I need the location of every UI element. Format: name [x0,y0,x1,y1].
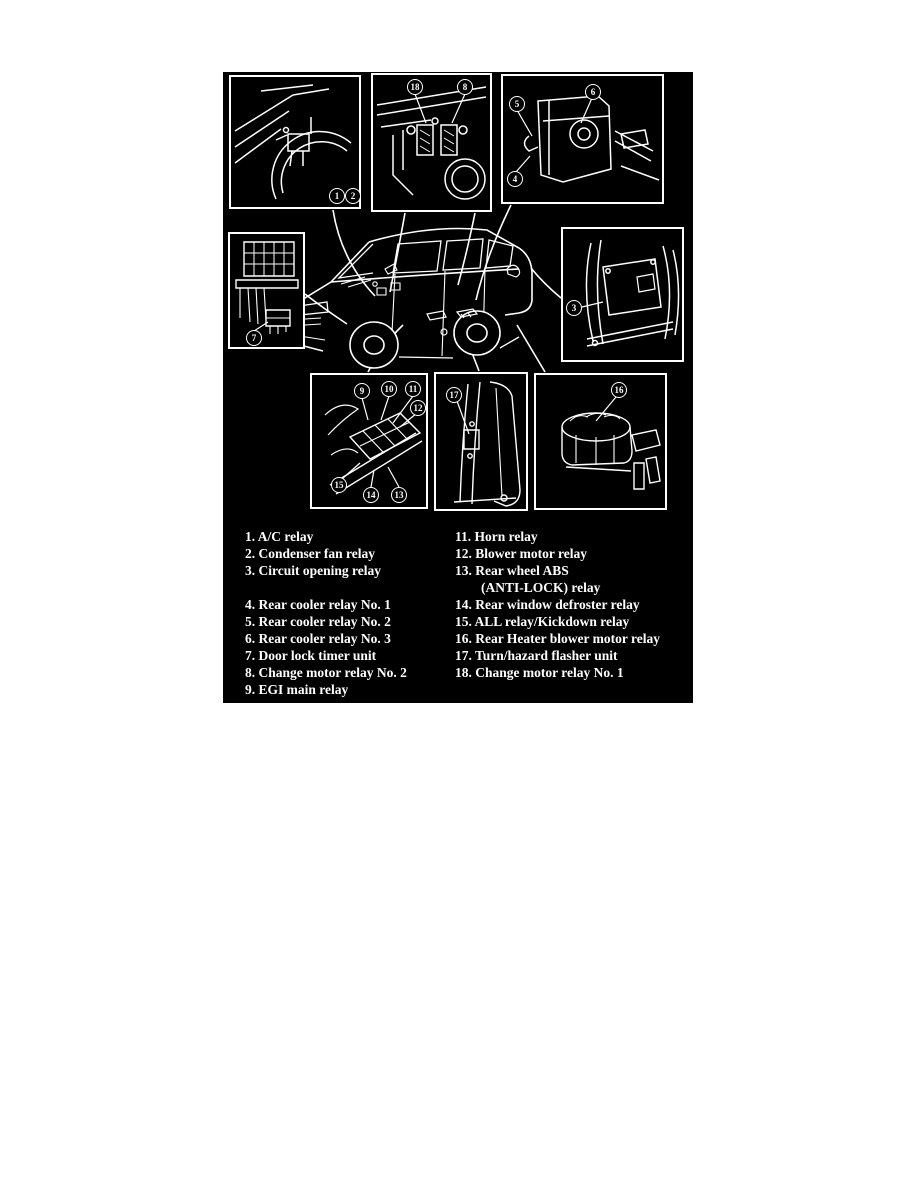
legend-item: 1. A/C relay [245,529,314,544]
relay-location-diagram-panel: 1 2 18 8 [223,72,693,703]
legend-item: 16. Rear Heater blower motor relay [455,631,660,646]
legend-spacer [245,579,450,596]
vehicle-illustration [281,212,581,384]
inset-b-pillar: 17 [434,372,528,511]
legend-item: 15. ALL relay/Kickdown relay [455,614,630,629]
legend-item: 4. Rear cooler relay No. 1 [245,597,391,612]
callout-2: 2 [345,188,361,204]
callout-7: 7 [246,330,262,346]
inset-underseat-relay-box: 9 10 11 12 15 14 13 [310,373,428,509]
legend-item: 17. Turn/hazard flasher unit [455,648,618,663]
legend-item: 8. Change motor relay No. 2 [245,665,407,680]
callout-11: 11 [405,381,421,397]
inset-engine-bay: 18 8 [371,73,492,212]
inset-side-ecu: 3 [561,227,684,362]
legend-right-column: 11. Horn relay 12. Blower motor relay 13… [455,528,691,681]
legend-item: 6. Rear cooler relay No. 3 [245,631,391,646]
inset-front-end-unit: 7 [228,232,305,349]
callout-4: 4 [507,171,523,187]
legend-left-column: 1. A/C relay 2. Condenser fan relay 3. C… [245,528,450,698]
callout-12: 12 [410,400,426,416]
legend-item: 9. EGI main relay [245,682,349,697]
callout-9: 9 [354,383,370,399]
callout-14: 14 [363,487,379,503]
callout-13: 13 [391,487,407,503]
callout-18: 18 [407,79,423,95]
legend-item: 5. Rear cooler relay No. 2 [245,614,391,629]
legend-item: 7. Door lock timer unit [245,648,377,663]
legend-item: 13. Rear wheel ABS [455,563,569,578]
legend-item: 11. Horn relay [455,529,538,544]
callout-3: 3 [566,300,582,316]
inset-rear-heater-blower: 16 [534,373,667,510]
legend-item: 14. Rear window defroster relay [455,597,640,612]
callout-5: 5 [509,96,525,112]
inset-front-fender: 1 2 [229,75,361,209]
legend-item: 3. Circuit opening relay [245,563,382,578]
inset-rear-cooler-unit: 5 6 4 [501,74,664,204]
legend-item: 18. Change motor relay No. 1 [455,665,624,680]
legend-item-continuation: (ANTI-LOCK) relay [481,580,601,595]
legend-item: 12. Blower motor relay [455,546,587,561]
legend-item: 2. Condenser fan relay [245,546,376,561]
callout-16: 16 [611,382,627,398]
callout-15: 15 [331,477,347,493]
callout-17: 17 [446,387,462,403]
callout-6: 6 [585,84,601,100]
callout-10: 10 [381,381,397,397]
callout-8: 8 [457,79,473,95]
callout-1: 1 [329,188,345,204]
